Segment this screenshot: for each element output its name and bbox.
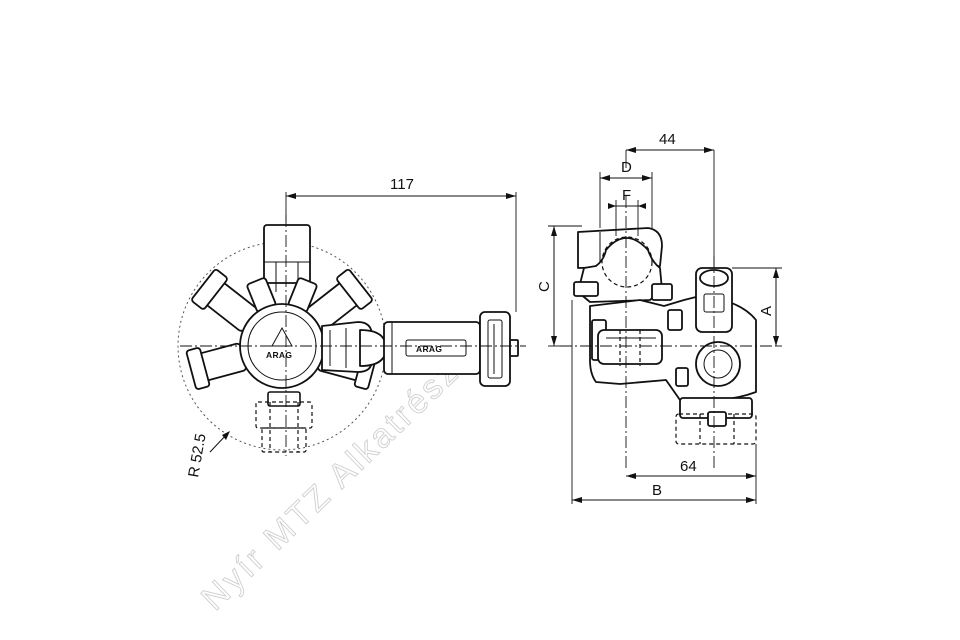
dimension-a: A (732, 267, 782, 347)
label-64: 64 (680, 458, 697, 475)
label-d: D (621, 159, 632, 176)
electrical-connector: ARAG (383, 311, 519, 387)
pipe-clamp (573, 227, 673, 303)
dimension-f: F (608, 187, 646, 236)
label-44: 44 (659, 131, 676, 148)
dimension-44: 44 (625, 131, 715, 268)
lower-connector-hidden (675, 397, 757, 445)
top-nozzle (263, 224, 311, 292)
label-c: C (536, 281, 553, 292)
label-117: 117 (390, 176, 414, 193)
label-a: A (758, 306, 775, 316)
dimension-64: 64 (626, 444, 757, 504)
dimension-r52-5: R 52.5 (185, 431, 230, 479)
bottom-connector-hidden (255, 391, 313, 453)
svg-text:ARAG: ARAG (416, 344, 442, 354)
turret-lever (321, 321, 387, 373)
middle-outlet (667, 309, 741, 387)
dimension-b: B (571, 300, 756, 504)
right-view-side: D F 44 C (536, 131, 782, 504)
left-view-turret: ARAG ARAG 11 (177, 176, 526, 479)
dimension-d: D (599, 159, 653, 228)
label-r52-5: R 52.5 (185, 432, 209, 478)
label-b: B (652, 482, 662, 499)
svg-text:ARAG: ARAG (266, 350, 292, 360)
dimension-117: 117 (285, 176, 517, 312)
nozzle-arm-upper-left (191, 268, 259, 332)
dimension-c: C (536, 225, 582, 347)
label-f: F (622, 187, 631, 204)
